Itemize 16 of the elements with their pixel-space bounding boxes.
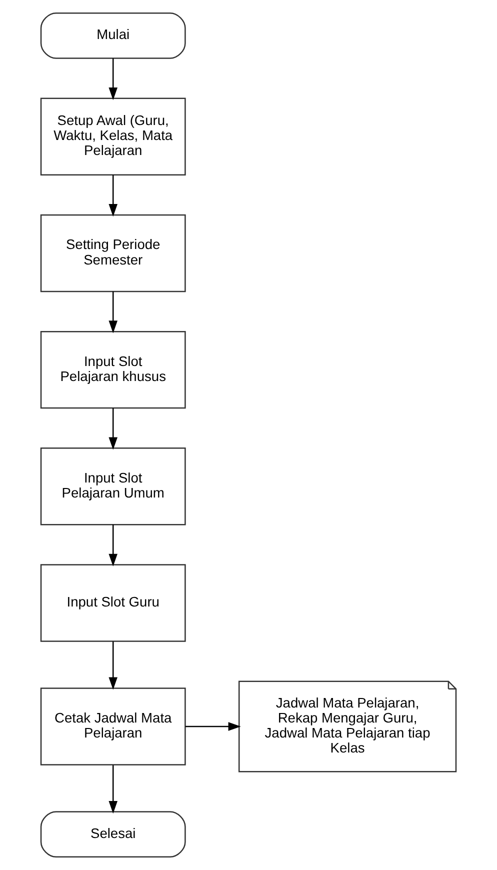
node-box: Cetak Jadwal Mata Pelajaran: [40, 688, 186, 766]
node-box: Mulai: [40, 12, 186, 59]
arrow: [108, 408, 118, 450]
arrow: [108, 642, 118, 690]
arrow: [185, 722, 241, 731]
node-box: Input Slot Pelajaran Umum: [40, 448, 186, 526]
node-box: Setup Awal (Guru, Waktu, Kelas, Mata Pelajaran: [40, 98, 186, 176]
node-box: Input Slot Pelajaran khusus: [40, 330, 186, 409]
arrow: [108, 765, 118, 814]
arrow: [108, 58, 118, 100]
node-box: Input Slot Guru: [40, 564, 186, 642]
arrow: [108, 174, 118, 217]
node-box: Selesai: [40, 811, 186, 858]
arrow: [108, 524, 118, 566]
node-box: Setting Periode Semester: [40, 214, 186, 292]
arrow: [108, 292, 118, 334]
